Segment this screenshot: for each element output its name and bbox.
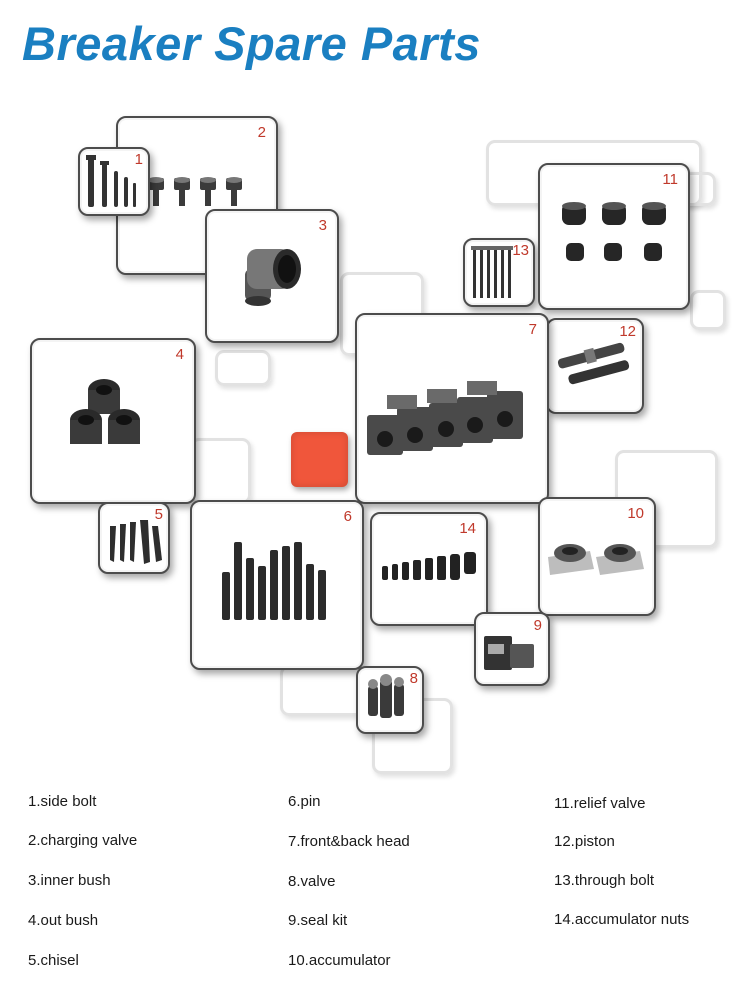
through-bolt-icon [471,246,513,298]
tile-number: 13 [512,242,529,259]
legend-item: 11.relief valve [554,795,646,812]
tile-number: 8 [409,670,418,687]
legend-item: 2.charging valve [28,832,138,849]
tile-number: 2 [257,124,266,141]
inner-bush-icon [245,249,301,306]
charging-valve-icon [148,177,242,206]
tile-number: 4 [175,346,184,363]
tile-number: 6 [343,508,352,525]
legend-item: 6.pin [288,793,321,810]
accumulator-nuts-icon [382,552,476,580]
ghost-frame [280,665,366,716]
tile-front-back-head[interactable]: 7 [355,313,549,504]
tile-number: 10 [627,505,644,522]
legend-item: 10.accumulator [288,952,391,969]
legend-item: 1.side bolt [28,793,97,810]
side-bolt-icon [86,155,136,207]
legend-item: 12.piston [554,833,615,850]
tile-number: 11 [662,171,678,188]
seal-kit-icon [484,636,534,670]
tile-number: 7 [528,321,537,338]
legend-item: 5.chisel [28,952,79,969]
tile-inner-bush[interactable]: 3 [205,209,339,343]
legend-item: 4.out bush [28,912,99,929]
tile-piston[interactable]: 12 [546,318,644,414]
tile-number: 5 [154,506,163,523]
legend-item: 9.seal kit [288,912,348,929]
tile-number: 12 [619,323,636,340]
legend-item: 13.through bolt [554,872,655,889]
ghost-frame [190,438,251,504]
accumulator-icon [548,544,644,575]
out-bush-icon [70,379,140,444]
tile-side-bolt[interactable]: 1 [78,147,150,216]
legend-item: 7.front&back head [288,833,410,850]
center-square [291,432,348,487]
legend-item: 8.valve [288,873,336,890]
tile-relief-valve[interactable]: 11 [538,163,690,310]
ghost-frame [215,350,271,386]
tile-valve[interactable]: 8 [356,666,424,734]
tile-accumulator-nuts[interactable]: 14 [370,512,488,626]
valve-icon [368,674,404,718]
ghost-frame [690,290,726,330]
front-back-head-icon [367,381,523,455]
piston-icon [557,342,630,385]
tile-chisel[interactable]: 5 [98,502,170,574]
pin-icon [222,542,326,620]
tile-number: 3 [318,217,327,234]
parts-legend: 1.side bolt 2.charging valve 3.inner bus… [0,780,750,980]
tile-through-bolt[interactable]: 13 [463,238,535,307]
page-title: Breaker Spare Parts [22,17,481,70]
legend-item: 3.inner bush [28,872,111,889]
tile-pin[interactable]: 6 [190,500,364,670]
tile-number: 9 [533,617,542,634]
relief-valve-icon [562,202,666,261]
chisel-icon [110,520,162,564]
tile-number: 1 [134,151,143,168]
tile-accumulator[interactable]: 10 [538,497,656,616]
tile-number: 14 [459,520,476,537]
tile-seal-kit[interactable]: 9 [474,612,550,686]
legend-item: 14.accumulator nuts [554,911,690,928]
tile-out-bush[interactable]: 4 [30,338,196,504]
